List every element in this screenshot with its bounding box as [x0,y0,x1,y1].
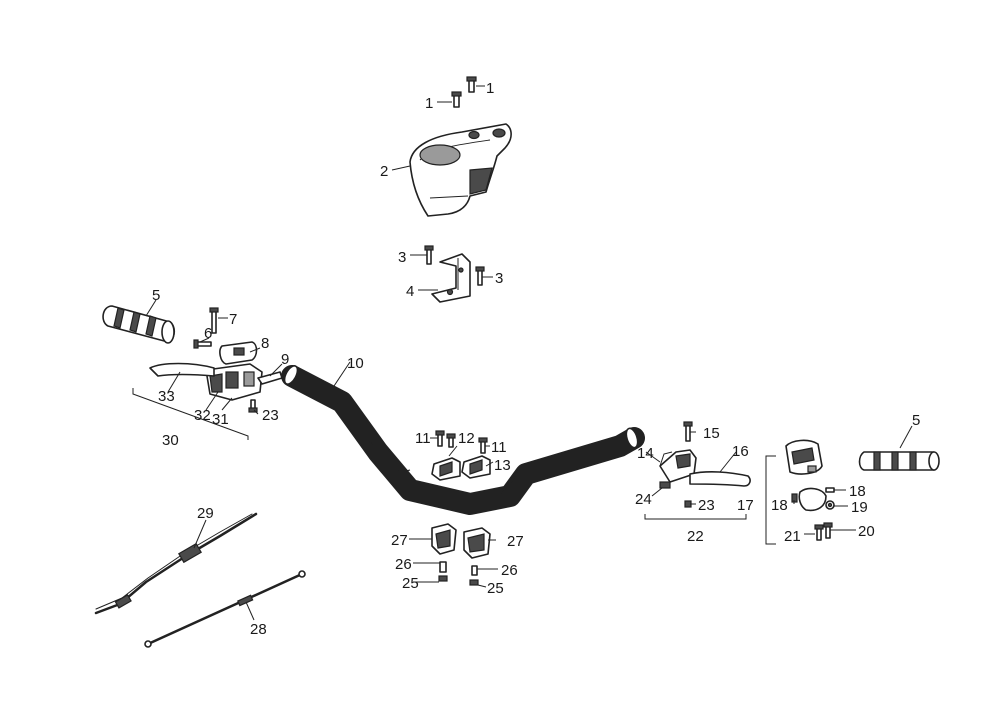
handlebar-cover [409,123,512,217]
switch-cover [798,487,827,512]
cover-bracket [431,253,471,303]
callout-11a: 11 [415,430,431,447]
callout-31: 31 [212,411,229,428]
washer-19 [825,500,835,510]
callout-10: 10 [347,355,364,372]
callout-26b: 26 [501,562,518,579]
leader-lines [145,85,913,621]
riser-right [463,527,491,559]
bolt-11-right [478,437,488,454]
callout-26a: 26 [395,556,412,573]
screw-20 [823,522,833,539]
callout-5b: 5 [912,412,920,429]
bolt-6 [193,339,212,349]
bolt-23-left [248,399,258,413]
callout-25b: 25 [487,580,504,597]
nut-25-right [469,579,479,586]
callout-23a: 23 [262,407,279,424]
callout-9: 9 [281,351,289,368]
callout-27b: 27 [507,533,524,550]
callout-16: 16 [732,443,749,460]
upper-clamp-left [431,457,461,481]
screw-3-left [424,245,434,265]
callout-1b: 1 [486,80,494,97]
callout-27a: 27 [391,532,408,549]
screw-21 [814,524,824,541]
handlebar [281,365,645,515]
right-lever [689,471,751,487]
left-lever [149,362,215,377]
bracket-17 [765,455,776,545]
callout-4: 4 [406,283,414,300]
cable-28 [144,570,306,648]
bracket-22 [644,514,747,520]
bracket-30 [132,388,249,440]
master-cylinder [205,363,263,401]
callout-8: 8 [261,335,269,352]
callout-17: 17 [737,497,754,514]
switch-housing [785,439,823,475]
callout-13: 13 [494,457,511,474]
callout-19: 19 [851,499,868,516]
riser-left [431,523,457,555]
callout-21: 21 [784,528,801,545]
callout-2: 2 [380,163,388,180]
callout-1a: 1 [425,95,433,112]
callout-15: 15 [703,425,720,442]
callout-20: 20 [858,523,875,540]
callout-18b: 18 [771,497,788,514]
grip-left [102,305,176,344]
lever-holder [659,449,697,483]
callout-14: 14 [637,445,654,462]
callout-6: 6 [204,325,212,342]
pivot-24 [659,481,671,489]
callout-30: 30 [162,432,179,449]
screw-3-right [475,266,485,286]
callout-11b: 11 [491,439,507,456]
callout-32: 32 [194,407,211,424]
callout-3a: 3 [398,249,406,266]
upper-clamp-right [461,455,491,479]
callout-7: 7 [229,311,237,328]
grip-right [858,451,940,471]
callout-3b: 3 [495,270,503,287]
master-cylinder-cap [219,341,258,365]
washer-26-left [439,561,447,573]
screw-7 [209,307,219,334]
bolt-11-mid [446,433,456,448]
bolt-11-left [435,430,445,447]
callout-33: 33 [158,388,175,405]
nut-25-left [438,575,448,582]
callout-24: 24 [635,491,652,508]
screw-18 [825,487,835,493]
cable-29 [94,512,258,615]
callout-12: 12 [458,430,475,447]
screw-15 [683,421,693,442]
callout-18a: 18 [849,483,866,500]
callout-28: 28 [250,621,267,638]
screw-1-left [451,91,462,108]
callout-22: 22 [687,528,704,545]
callout-5a: 5 [152,287,160,304]
callout-25a: 25 [402,575,419,592]
callout-29: 29 [197,505,214,522]
callout-23b: 23 [698,497,715,514]
washer-26-right [471,565,478,576]
screw-1-right [466,76,477,93]
